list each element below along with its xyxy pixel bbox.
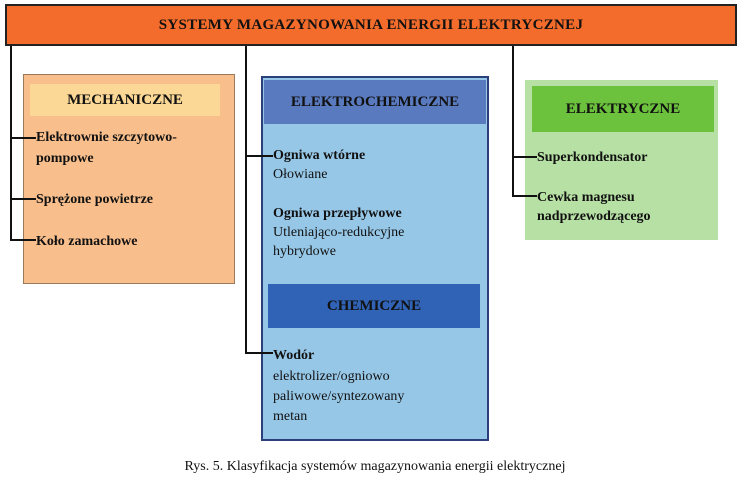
mech-item-kolo: Koło zamachowe [36, 234, 138, 249]
diagram-title: SYSTEMY MAGAZYNOWANIA ENERGII ELEKTRYCZN… [158, 16, 584, 33]
mech-item-line1: Elektrownie szczytowo- [36, 130, 177, 145]
connector-mech-1 [10, 137, 36, 139]
mech-item-spr: Sprężone powietrze [36, 192, 154, 207]
elektrochemiczne-header: ELEKTROCHEMICZNE [264, 80, 486, 124]
chem-line2: paliwowe/syntezowany [273, 389, 405, 404]
elek-item-cewka-line2: nadprzewodzącego [537, 209, 651, 224]
echem-group2-line2: hybrydowe [273, 244, 336, 259]
connector-middle-vertical [245, 46, 247, 354]
elektryczne-header: ELEKTRYCZNE [532, 86, 714, 132]
figure-caption: Rys. 5. Klasyfikacja systemów magazynowa… [184, 459, 566, 474]
echem-group1-title: Ogniwa wtórne [273, 148, 366, 163]
echem-group2-title: Ogniwa przepływowe [273, 206, 402, 221]
elektrochemiczne-box [261, 76, 489, 441]
echem-group2-line1: Utleniająco-redukcyjne [273, 225, 405, 240]
echem-group1-line1: Ołowiane [273, 167, 328, 182]
connector-elek-1 [512, 156, 537, 158]
elek-item-cewka-line1: Cewka magnesu [537, 190, 635, 205]
connector-mech-2 [10, 198, 36, 200]
connector-echem-1 [245, 155, 273, 157]
connector-right-vertical [512, 46, 514, 196]
chem-title: Wodór [273, 348, 315, 363]
elek-item-superkondensator: Superkondensator [537, 150, 648, 165]
connector-elek-2 [512, 195, 537, 197]
diagram-title-bar: SYSTEMY MAGAZYNOWANIA ENERGII ELEKTRYCZN… [5, 4, 737, 46]
chemiczne-header: CHEMICZNE [268, 284, 480, 328]
chem-line1: elektrolizer/ogniowo [273, 369, 390, 384]
connector-mech-3 [10, 239, 36, 241]
connector-echem-2 [245, 352, 273, 354]
chem-line3: metan [273, 409, 308, 424]
connector-left-vertical [10, 46, 12, 240]
mech-item-line2: pompowe [36, 151, 94, 166]
mechaniczne-header: MECHANICZNE [30, 84, 220, 116]
